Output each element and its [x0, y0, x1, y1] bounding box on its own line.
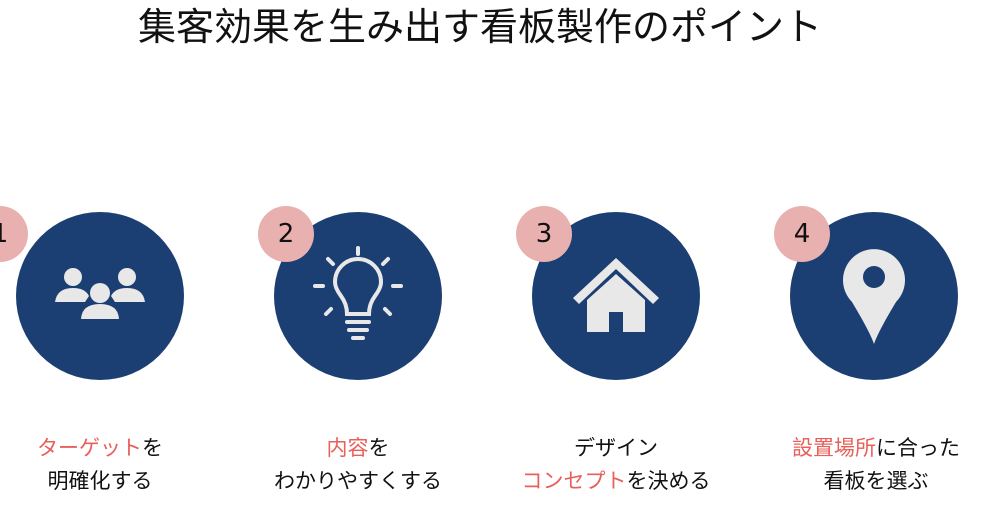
step-label: ターゲットを 明確化する — [0, 432, 229, 498]
step-number-badge: 3 — [516, 206, 572, 262]
step-number-badge: 2 — [258, 206, 314, 262]
label-text: を — [368, 436, 390, 460]
label-text: を — [142, 436, 163, 460]
step-number-badge: 4 — [774, 206, 830, 262]
step-label: 設置場所に合った 看板を選ぶ — [747, 432, 984, 498]
label-text: デザイン — [574, 436, 658, 460]
step-circle — [532, 212, 700, 380]
step-circle — [16, 212, 184, 380]
step-1: 1 ターゲットを 明確化する — [0, 0, 229, 506]
step-4: 4 設置場所に合った 看板を選ぶ — [745, 0, 984, 506]
label-highlight: 内容 — [326, 436, 369, 460]
step-label: 内容を わかりやすくする — [229, 432, 487, 498]
label-highlight: 設置場所 — [792, 436, 876, 460]
label-text: 明確化する — [47, 469, 153, 493]
label-text: わかりやすくする — [274, 469, 442, 493]
label-text: に合った — [876, 436, 960, 460]
page-title: 集客効果を生み出す看板製作のポイント — [137, 5, 822, 49]
step-number-badge: 1 — [0, 206, 28, 262]
label-highlight: コンセプト — [521, 469, 627, 493]
people-icon — [55, 268, 145, 319]
label-highlight: ターゲット — [37, 436, 142, 460]
lightbulb-icon — [313, 246, 403, 340]
label-text: 看板を選ぶ — [823, 469, 929, 493]
map-pin-icon — [843, 249, 905, 344]
label-text: を決める — [626, 469, 711, 493]
step-label: デザイン コンセプトを決める — [487, 432, 745, 498]
house-icon — [573, 258, 659, 332]
step-2: 2 内容を わかりやすくする — [229, 0, 487, 506]
step-3: 3 デザイン コンセプトを決める — [487, 0, 745, 506]
